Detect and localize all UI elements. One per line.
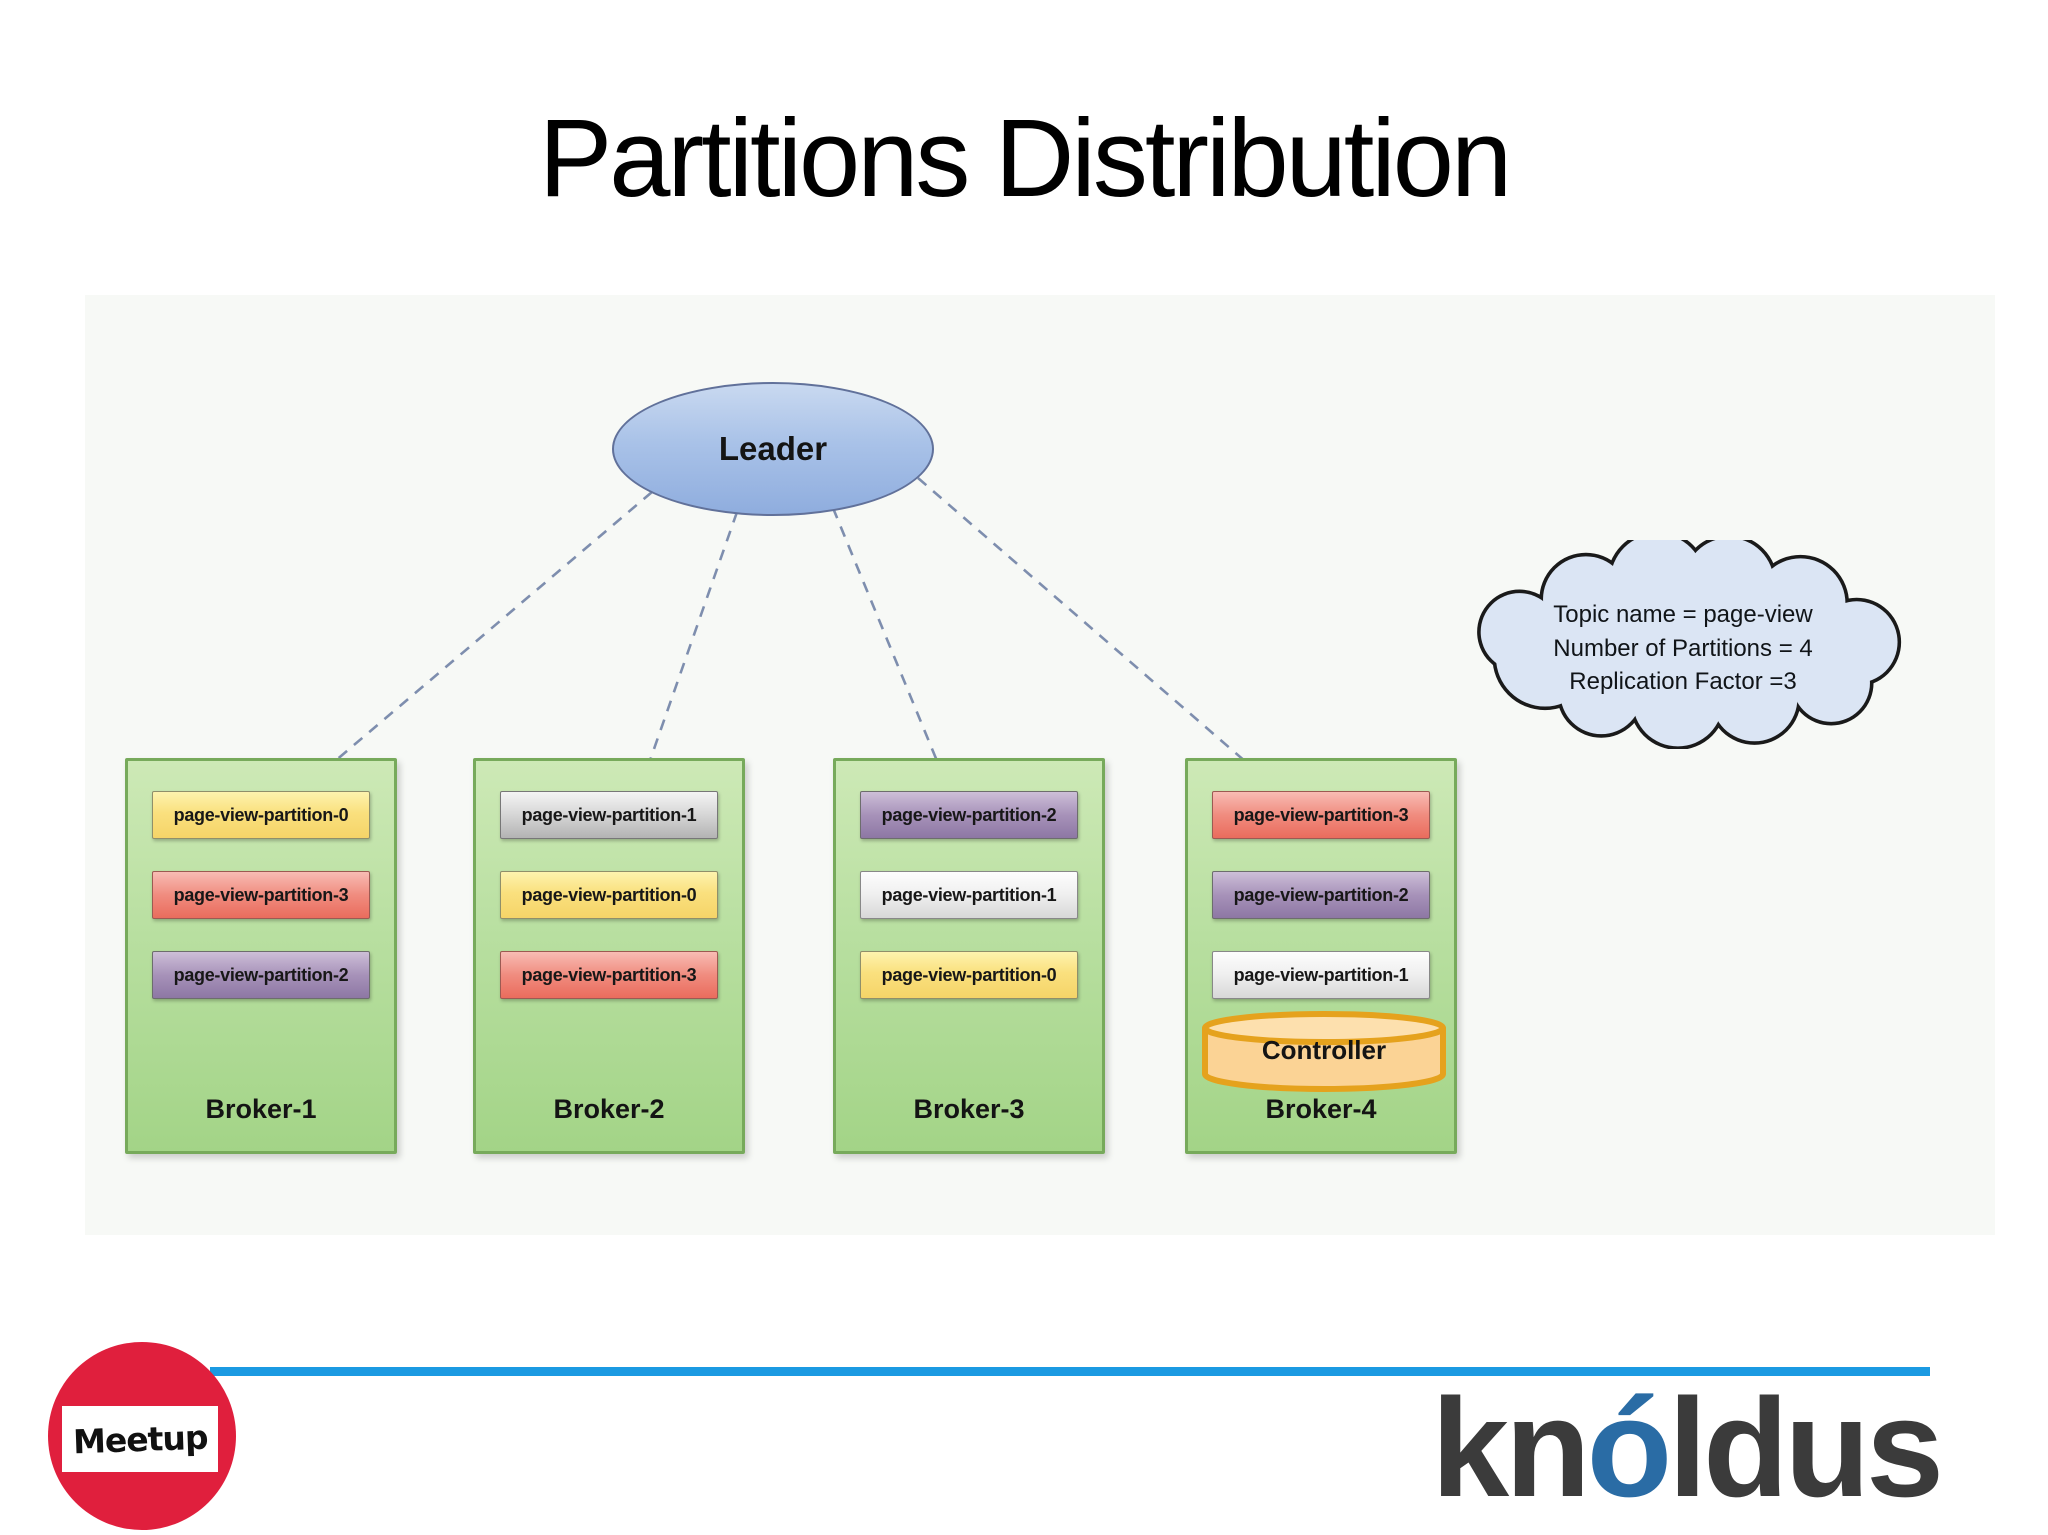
- topic-note-text: Topic name = page-view Number of Partiti…: [1448, 540, 1918, 754]
- partition-chip: page-view-partition-0: [500, 871, 718, 919]
- broker-name: Broker-3: [913, 1094, 1025, 1124]
- partition-chip: page-view-partition-3: [500, 951, 718, 999]
- controller-cylinder: Controller: [1199, 1011, 1449, 1095]
- topic-note-cloud: Topic name = page-view Number of Partiti…: [1448, 540, 1918, 754]
- partition-chip: page-view-partition-2: [1212, 871, 1430, 919]
- meetup-logo-band: Meetup: [62, 1406, 218, 1472]
- cylinder-shape: [1202, 1011, 1446, 1092]
- broker-1-box: page-view-partition-0 page-view-partitio…: [125, 758, 397, 1154]
- page-title: Partitions Distribution: [538, 97, 1512, 220]
- brand-text-post: ldus: [1668, 1369, 1944, 1526]
- leader-label: Leader: [718, 430, 828, 467]
- partition-chip: page-view-partition-2: [152, 951, 370, 999]
- broker-name: Broker-2: [553, 1094, 665, 1124]
- partition-chip: page-view-partition-1: [500, 791, 718, 839]
- partition-chip: page-view-partition-2: [860, 791, 1078, 839]
- brand-text-pre: kn: [1431, 1369, 1590, 1526]
- partitions-count-line: Number of Partitions = 4: [1553, 634, 1813, 662]
- partition-chip: page-view-partition-1: [1212, 951, 1430, 999]
- broker-3-box: page-view-partition-2 page-view-partitio…: [833, 758, 1105, 1154]
- cloud-shape: [1477, 540, 1902, 750]
- knoldus-logo: knóldus: [1420, 1378, 1944, 1518]
- topic-name-line: Topic name = page-view: [1553, 601, 1813, 629]
- controller-label: Controller: [1261, 1035, 1387, 1065]
- partition-chip: page-view-partition-0: [860, 951, 1078, 999]
- broker-2-box: page-view-partition-1 page-view-partitio…: [473, 758, 745, 1154]
- partition-chip: page-view-partition-0: [152, 791, 370, 839]
- partition-chip: page-view-partition-3: [1212, 791, 1430, 839]
- leader-node: Leader: [612, 382, 934, 516]
- partition-chip: page-view-partition-3: [152, 871, 370, 919]
- meetup-logo-text: Meetup: [72, 1417, 208, 1461]
- broker-name: Broker-1: [205, 1094, 317, 1124]
- broker-name: Broker-4: [1265, 1094, 1377, 1124]
- brand-text-accent: ó: [1586, 1369, 1673, 1526]
- partition-chip: page-view-partition-1: [860, 871, 1078, 919]
- replication-factor-line: Replication Factor =3: [1569, 668, 1797, 696]
- footer-accent-line: [210, 1367, 1930, 1376]
- broker-4-box: page-view-partition-3 page-view-partitio…: [1185, 758, 1457, 1154]
- meetup-logo: Meetup: [48, 1342, 236, 1530]
